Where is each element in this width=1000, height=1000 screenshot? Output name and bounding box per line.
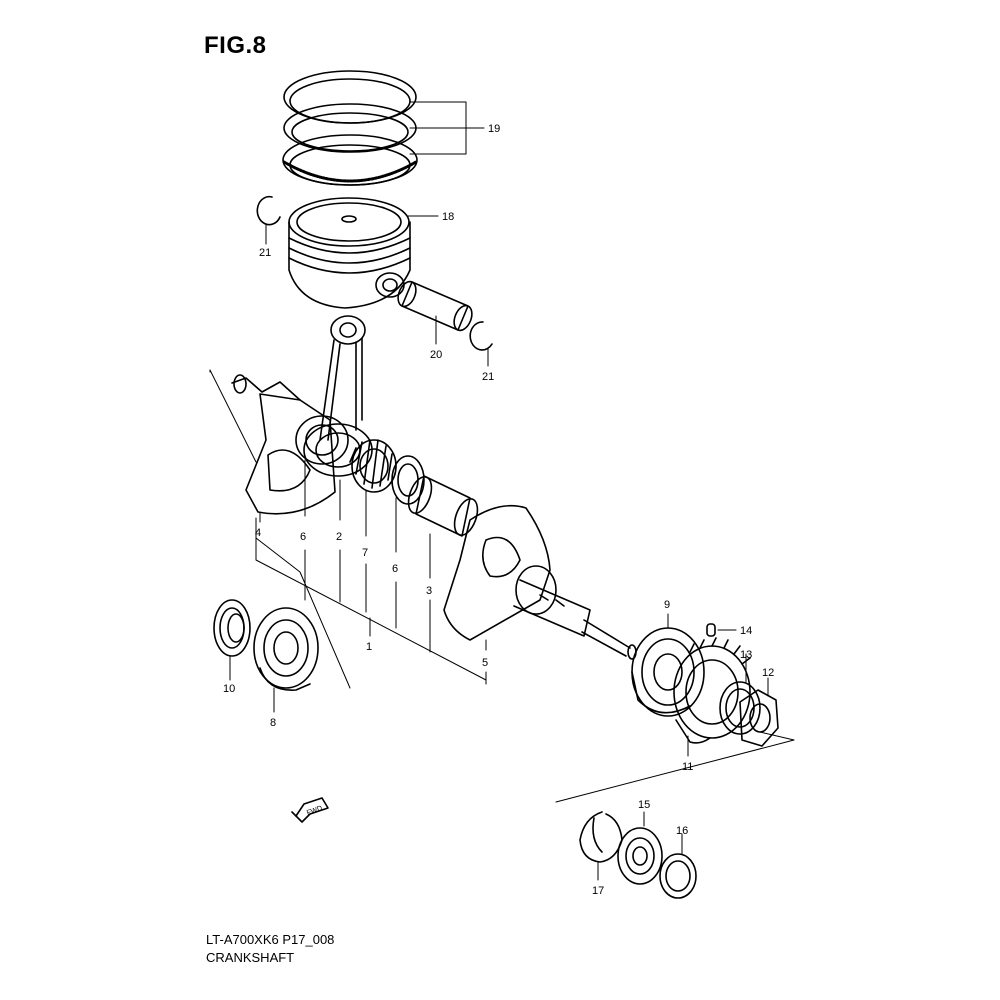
circlip-bearing (579, 811, 623, 863)
connecting-rod (303, 315, 373, 477)
callout-1: 1 (366, 641, 372, 653)
crankshaft-left-web (231, 374, 349, 515)
callout-15: 15 (638, 799, 650, 811)
callout-6-right: 6 (392, 563, 398, 575)
figure-name: CRANKSHAFT (206, 950, 295, 965)
callout-2: 2 (336, 531, 342, 543)
callout-21-lower: 21 (482, 371, 494, 383)
balancer-oil-seal (659, 853, 697, 899)
callout-12: 12 (762, 667, 774, 679)
figure-code: LT-A700XK6 P17_008 (206, 932, 335, 947)
circlip-upper (256, 195, 281, 226)
callout-18: 18 (442, 211, 454, 223)
callout-13: 13 (740, 649, 752, 661)
callout-16: 16 (676, 825, 688, 837)
callout-5: 5 (482, 657, 488, 669)
balancer-bearing (617, 827, 663, 885)
crankshaft-right-web (443, 504, 637, 660)
crankshaft-bearing-right (631, 627, 705, 717)
callout-11: 11 (682, 761, 693, 773)
callout-4: 4 (255, 527, 261, 539)
needle-bearing (349, 439, 397, 493)
callout-numbers: 19 18 21 20 21 4 6 2 7 6 3 1 5 9 14 13 1… (223, 123, 774, 897)
callout-19: 19 (488, 123, 500, 135)
crankshaft-bearing-left (253, 607, 319, 691)
callout-3: 3 (426, 585, 432, 597)
piston-pin (397, 280, 473, 332)
piston (288, 197, 411, 309)
drive-gear (673, 637, 751, 744)
callout-20: 20 (430, 349, 442, 361)
callout-17: 17 (592, 885, 604, 897)
fwd-arrow-icon: FWD (291, 797, 329, 823)
crank-pin (407, 475, 479, 537)
callout-6-left: 6 (300, 531, 306, 543)
callout-10: 10 (223, 683, 235, 695)
callout-9: 9 (664, 599, 670, 611)
callout-7: 7 (362, 547, 368, 559)
callout-21-upper: 21 (259, 247, 271, 259)
figure-title: FIG.8 (204, 32, 267, 59)
oil-seal-left (213, 599, 251, 657)
leader-lines (209, 101, 795, 881)
circlip-lower (469, 321, 493, 351)
callout-14: 14 (740, 625, 752, 637)
piston-rings (282, 70, 418, 186)
callout-8: 8 (270, 717, 276, 729)
woodruff-key (706, 623, 716, 637)
